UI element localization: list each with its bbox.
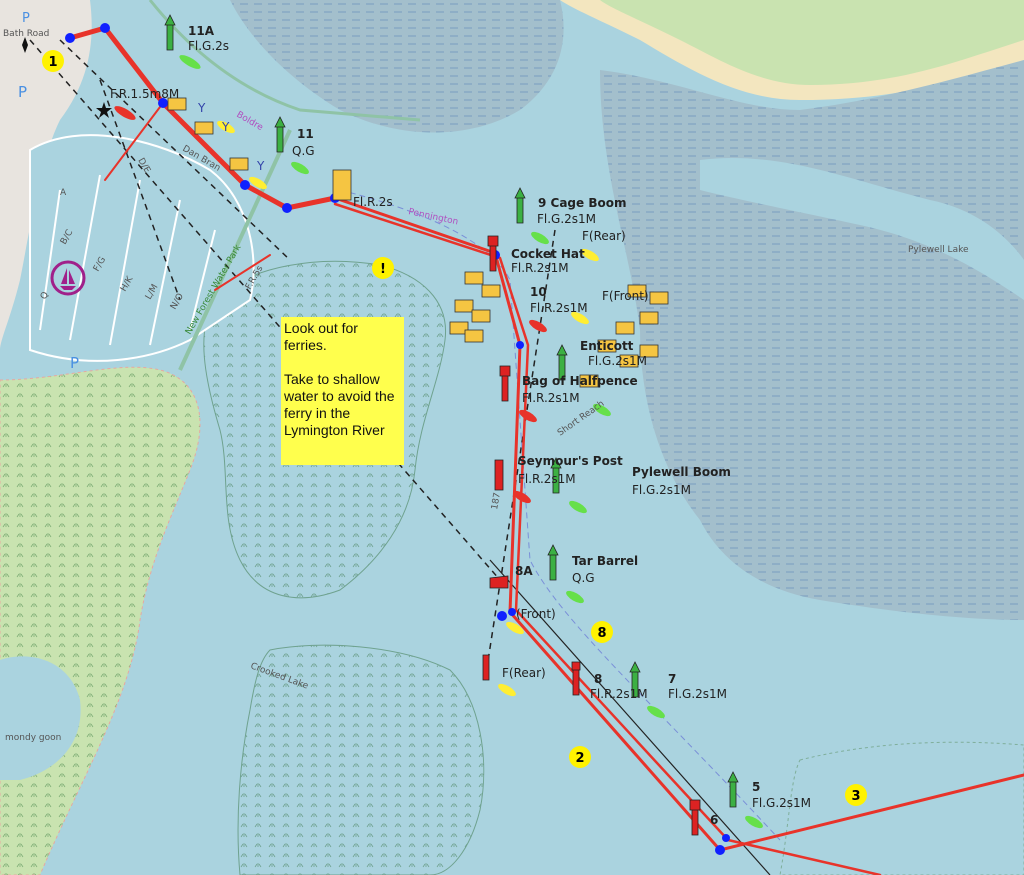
town [0,0,92,350]
label-11a-light: Fl.G.2s [188,39,229,53]
mudflat-east [600,60,1024,620]
svg-text:!: ! [380,262,386,277]
note-line-1: Look out for ferries. [284,320,358,353]
channel-line [489,559,771,875]
svg-text:8: 8 [597,626,606,641]
waypoint-1: 1 [42,50,64,72]
waypoint-8: 8 [591,621,613,643]
label-6: 6 [710,813,718,827]
label-enticott-light: Fl.G.2s1M [588,354,647,368]
label-fl-r-2s: Fl.R.2s [353,195,393,209]
label-fr-light: F.R.1.5m8M [110,87,179,101]
label-10: 10 [530,285,547,299]
svg-text:1: 1 [48,55,57,70]
label-boldre: Boldre [235,110,265,133]
parking-icon: P [70,354,79,372]
river-bank [148,0,421,122]
label-5: 5 [752,780,760,794]
label-depth: 187 [490,492,503,511]
parking-icon: P [18,83,27,101]
mudflat-south-east [779,741,1024,875]
label-8-light: Fl.R.2s1M [590,687,648,701]
label-bag-of-halfpence: Bag of Halfpence [522,374,638,388]
label-8a: 8A [515,564,533,578]
label-y: Y [256,159,265,173]
map-labels: Bath Road P P P 11A Fl.G.2s F.R.1.5m8M Y… [3,11,969,827]
label-10-light: Fl.R.2s1M [530,301,588,315]
land-west [0,366,201,875]
label-pylewell-boom: Pylewell Boom [632,465,731,479]
lagoon [0,656,81,780]
label-lagoon: mondy goon [5,733,61,743]
label-cocket-light: Fl.R.2s1M [511,261,569,275]
label-seymour-light: Fl.R.2s1M [518,472,576,486]
label-tar-barrel: Tar Barrel [572,554,638,568]
label-11-light: Q.G [292,144,315,158]
label-y: Y [197,101,206,115]
waypoint-3: 3 [845,784,867,806]
red-buoys[interactable] [482,235,701,836]
svg-text:A: A [60,188,67,198]
label-cage-boom: 9 Cage Boom [538,196,626,210]
label-f-rear: F(Rear) [582,229,626,243]
parking-icon: P [22,11,30,26]
label-y: Y [221,120,230,134]
woodland [600,0,1024,85]
label-5-light: Fl.G.2s1M [752,796,811,810]
ferry-warning-note: Look out for ferries. Take to shallow wa… [281,317,404,465]
marsh-island-2 [237,644,485,875]
label-cage-light: Fl.G.2s1M [537,212,596,226]
lighthouse-star-icon [96,102,112,118]
label-7: 7 [668,672,676,686]
label-cocket-hat: Cocket Hat [511,247,585,261]
waypoint-warning: ! [372,257,394,279]
waypoint-markers[interactable]: 1 ! 8 2 3 [42,50,867,806]
mudflat-north [230,0,564,133]
waypoint-2: 2 [569,746,591,768]
label-bath-road: Bath Road [3,29,49,39]
compass-icon [22,37,28,53]
label-front: (Front) [516,607,556,621]
green-buoys[interactable] [164,14,739,808]
creek-pylewell [700,158,1024,300]
path-bank [178,129,292,371]
label-7-light: Fl.G.2s1M [668,687,727,701]
sailing-club-icon [60,268,76,290]
svg-text:2: 2 [575,751,584,766]
label-enticott: Enticott [580,339,634,353]
label-pylewell-light: Fl.G.2s1M [632,483,691,497]
sailing-club-icon [50,260,86,296]
mooring-buoys [167,97,669,388]
label-f-front: F(Front) [602,289,649,303]
light-flares [114,55,763,829]
marina [29,134,255,362]
svg-text:Q: Q [39,290,51,301]
label-halfpence-light: Fl.R.2s1M [522,391,580,405]
label-11a: 11A [188,24,215,38]
route [67,25,1024,875]
label-seymours-post: Seymour's Post [518,454,623,468]
leading-lines [29,39,556,681]
label-11: 11 [297,127,314,141]
label-tar-light: Q.G [572,571,595,585]
label-f-rear-2: F(Rear) [502,666,546,680]
note-line-2: Take to shallow water to avoid the ferry… [284,371,395,438]
svg-text:3: 3 [851,789,860,804]
label-pylewell-lake: Pylewell Lake [908,245,969,255]
label-8: 8 [594,672,602,686]
pontoons [39,174,216,346]
